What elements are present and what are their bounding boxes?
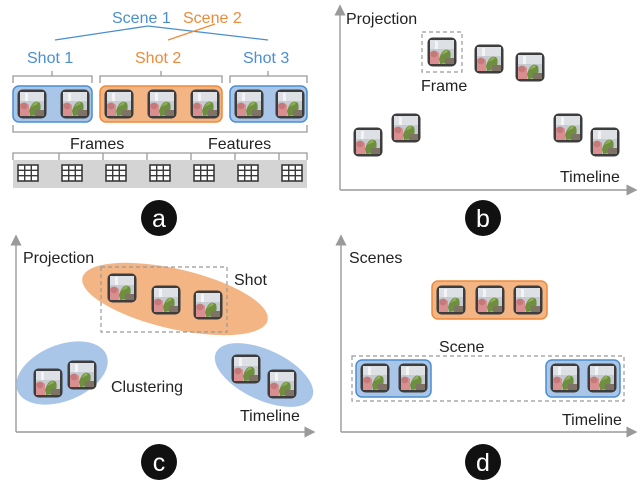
feature-grid-icon [61, 164, 83, 182]
frame-thumbnail [474, 44, 504, 74]
frame-thumbnail [231, 354, 261, 384]
shot-1-label: Shot 1 [27, 50, 73, 67]
clustering-label: Clustering [111, 379, 183, 396]
panel-d-badge-letter: d [476, 449, 490, 477]
frame-thumbnail [67, 360, 97, 390]
frame-thumbnail [147, 89, 177, 119]
frame-highlight-box [421, 31, 463, 73]
scene-1-to-shot-1-line [54, 25, 149, 41]
frame-thumbnail [107, 273, 137, 303]
panel-a-badge-letter: a [152, 205, 166, 233]
scene-2-to-shot-2-line [167, 23, 216, 41]
x-axis-label: Timeline [560, 169, 620, 186]
frame-thumbnail [267, 369, 297, 399]
frame-thumbnail [193, 290, 223, 320]
frame-thumbnail [151, 285, 181, 315]
frame-thumbnail [60, 89, 90, 119]
panel-a-badge [141, 200, 177, 236]
frame-thumbnail [553, 113, 583, 143]
frame-label: Frame [421, 78, 467, 95]
scene-1-label: Scene 1 [112, 10, 171, 27]
frame-thumbnail [234, 89, 264, 119]
blue-cluster-ellipse-right [214, 343, 314, 407]
frame-thumbnail [275, 89, 305, 119]
panel-b-badge [465, 200, 501, 236]
panel-c: Projection Timeline Shot Clustering c [10, 234, 316, 480]
scene-2-label: Scene 2 [183, 10, 242, 27]
frame-thumbnail [398, 363, 428, 393]
scene-1-to-shot-3-line [147, 25, 269, 41]
frame-thumbnail [33, 368, 63, 398]
frame-thumbnail [587, 363, 617, 393]
shot-3-label: Shot 3 [243, 50, 289, 67]
panel-b: Projection Timeline Frame b [334, 4, 638, 236]
frame-thumbnail [475, 285, 505, 315]
feature-grid-icon [281, 164, 303, 182]
projected-frames [353, 37, 620, 157]
shot-frame-thumbnails [17, 89, 305, 119]
panel-d: Scenes Timeline Scene d [335, 234, 638, 480]
frame-thumbnail [515, 52, 545, 82]
frame-thumbnail [17, 89, 47, 119]
x-axis-label: Timeline [240, 408, 300, 425]
frame-thumbnail [353, 127, 383, 157]
frame-thumbnail [104, 89, 134, 119]
y-axis-label: Scenes [349, 250, 402, 267]
frame-thumbnail [360, 363, 390, 393]
y-axis-label: Projection [23, 250, 94, 267]
scene-frames [360, 285, 617, 393]
frame-thumbnail [590, 127, 620, 157]
frame-thumbnail [513, 285, 543, 315]
feature-grid-icon [237, 164, 259, 182]
frame-brackets [12, 125, 308, 160]
frame-thumbnail [427, 37, 457, 67]
frame-thumbnail [391, 113, 421, 143]
feature-grid-icon [105, 164, 127, 182]
feature-grid-icon [149, 164, 171, 182]
shot-2-label: Shot 2 [135, 50, 181, 67]
shot-highlight-box [100, 266, 228, 333]
frame-thumbnail [550, 363, 580, 393]
x-axis-label: Timeline [562, 412, 622, 429]
frames-label: Frames [70, 136, 124, 153]
panel-b-badge-letter: b [476, 205, 490, 233]
panel-c-badge [141, 444, 177, 480]
shot-label: Shot [234, 272, 267, 289]
scene-hierarchy-lines [54, 25, 269, 41]
shot-brackets [12, 71, 308, 83]
scene-highlight-box [351, 355, 625, 402]
y-axis-label: Projection [346, 11, 417, 28]
panel-c-badge-letter: c [153, 449, 166, 477]
feature-grid-icon [193, 164, 215, 182]
features-label: Features [208, 136, 271, 153]
panel-d-badge [465, 444, 501, 480]
frame-thumbnail [190, 89, 220, 119]
scene-label: Scene [439, 339, 484, 356]
frame-thumbnail [436, 285, 466, 315]
feature-grid-icon [17, 164, 39, 182]
panel-a: Scene 1 Scene 2 Shot 1 Shot 2 Shot 3 [12, 10, 308, 236]
